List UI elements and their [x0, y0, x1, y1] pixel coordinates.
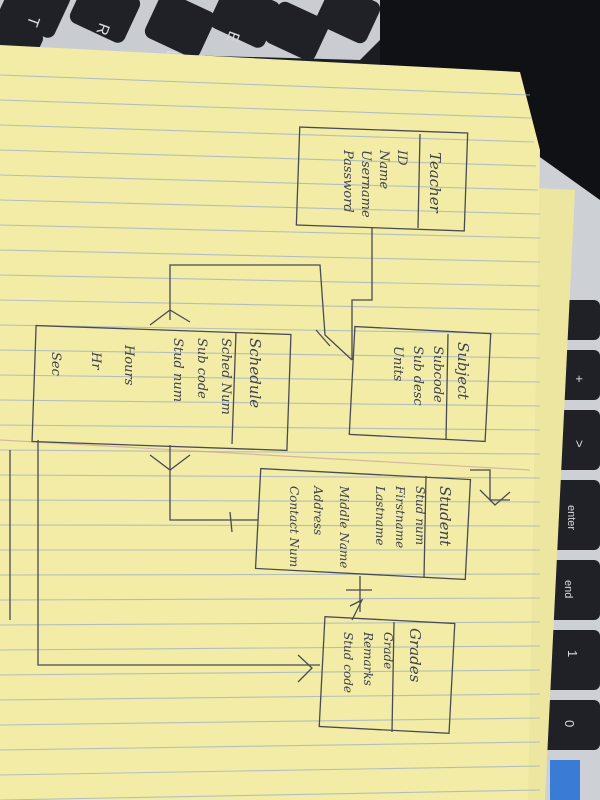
crow-foot: [297, 654, 313, 683]
keyboard-top: W E R T: [0, 0, 381, 69]
entity-grades: [318, 615, 456, 735]
entity-field: Hours: [121, 344, 136, 386]
entity-teacher: [295, 126, 469, 232]
key: [0, 0, 71, 38]
crow-foot: [149, 454, 191, 471]
connector-outer-loop: [37, 440, 320, 666]
title-divider: [231, 331, 237, 445]
entity-title: Grades: [406, 628, 424, 683]
entity-field: Stud num: [413, 486, 427, 545]
entity-field: Firstname: [393, 485, 407, 548]
entity-title: Schedule: [246, 338, 264, 408]
entity-field: Sched Num: [218, 338, 233, 415]
ruled-lines: [0, 74, 541, 800]
entity-field: Username: [358, 150, 373, 218]
key-label: +: [572, 375, 587, 383]
entity-field: Sub desc: [410, 346, 425, 406]
entity-schedule: [31, 324, 292, 452]
entity-field: Sec: [48, 352, 63, 377]
crow-foot: [479, 489, 511, 506]
crow-foot: [349, 598, 364, 621]
key-label: 0: [562, 720, 577, 727]
key-label: R: [92, 21, 112, 38]
keyboard-right: + > enter end 1 0: [540, 300, 600, 800]
entity-field: Address: [311, 485, 325, 535]
tick: [315, 329, 331, 347]
connector-subject-schedule: [169, 264, 353, 361]
entity-field: Grade: [381, 632, 395, 669]
entity-field: Contact Num: [287, 486, 301, 567]
notepad-paper: [0, 45, 540, 800]
entity-field: Middle Name: [337, 485, 351, 568]
margin-line: [0, 439, 531, 471]
key-label: enter: [565, 505, 577, 530]
entity-field: Name: [376, 149, 391, 189]
key: [69, 0, 141, 43]
entity-field: Stud num: [170, 338, 185, 402]
key: [560, 300, 600, 340]
entity-subject: [348, 325, 492, 443]
entity-field: Units: [390, 346, 405, 382]
entity-field: Stud code: [341, 632, 355, 693]
key: [209, 0, 281, 48]
key: [555, 410, 600, 470]
entity-field: Sub code: [194, 338, 209, 399]
er-diagram: [9, 126, 511, 735]
sticker: [550, 760, 580, 800]
key: [540, 700, 600, 750]
entity-box: [254, 467, 472, 581]
title-divider: [391, 621, 395, 733]
entity-box: [348, 325, 492, 443]
tick: [229, 511, 233, 533]
crow-foot: [149, 309, 191, 326]
entity-title: Teacher: [426, 152, 444, 214]
entity-title: Student: [436, 486, 454, 547]
entity-field: Remarks: [361, 631, 375, 686]
title-divider: [445, 333, 449, 441]
entity-box: [318, 615, 456, 735]
key-label: 1: [565, 650, 580, 657]
entity-field: Hr: [88, 351, 103, 370]
entity-field: Password: [340, 149, 355, 213]
handwriting: Teacher ID Name Username Password Subjec…: [48, 149, 472, 693]
key-label: >: [572, 440, 587, 448]
connector-teacher-subject: [351, 228, 373, 360]
entity-field: Subcode: [430, 346, 445, 403]
key: [540, 630, 600, 690]
entity-field: ID: [394, 149, 409, 166]
key: [144, 0, 216, 58]
key: [316, 0, 381, 44]
entity-box: [295, 126, 469, 232]
title-divider: [417, 133, 421, 229]
key: [264, 1, 329, 61]
title-divider: [423, 475, 427, 579]
entity-title: Subject: [454, 342, 472, 400]
key-label: end: [562, 580, 574, 598]
entity-field: Lastname: [373, 485, 387, 545]
entity-student: [254, 467, 472, 581]
entity-box: [31, 324, 292, 452]
relationship-lines: [9, 228, 511, 683]
